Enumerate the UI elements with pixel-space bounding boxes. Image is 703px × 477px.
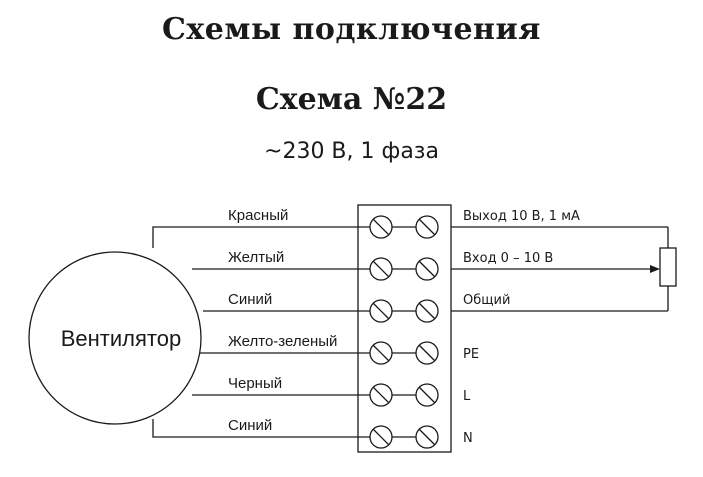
wire-line xyxy=(152,226,370,248)
screw-terminal-icon xyxy=(415,257,439,281)
wire-label: Желтый xyxy=(228,249,284,266)
screw-terminal-icon xyxy=(369,341,393,365)
page-title: Схемы подключения xyxy=(162,12,541,47)
screw-terminal-icon xyxy=(415,383,439,407)
wire-label: Черный xyxy=(228,375,282,392)
screw-terminal-icon xyxy=(369,299,393,323)
terminal-label: Общий xyxy=(463,293,510,308)
wire-row: Красный Выход 10 В, 1 мА xyxy=(152,207,580,248)
supply-label: ~230 В, 1 фаза xyxy=(264,139,439,164)
potentiometer-icon xyxy=(451,226,677,312)
screw-terminal-icon xyxy=(415,425,439,449)
fan-circle xyxy=(28,251,202,425)
wire-row: Синий Общий xyxy=(203,291,510,323)
wire-label: Желто-зеленый xyxy=(228,333,337,350)
wire-row: Желтый Вход 0 – 10 В xyxy=(192,249,553,281)
terminal-label: L xyxy=(463,389,471,404)
terminal-label: N xyxy=(463,431,473,446)
screw-terminal-icon xyxy=(369,425,393,449)
terminal-label: Выход 10 В, 1 мА xyxy=(463,209,580,224)
wire-line xyxy=(152,419,370,438)
scheme-title: Схема №22 xyxy=(255,82,448,117)
terminal-label: PE xyxy=(463,347,479,362)
terminal-label: Вход 0 – 10 В xyxy=(463,251,553,266)
fan-label: Вентилятор xyxy=(61,326,181,351)
screw-terminal-icon xyxy=(415,341,439,365)
screw-terminal-icon xyxy=(369,383,393,407)
wire-label: Синий xyxy=(228,417,272,434)
wire-label: Красный xyxy=(228,207,288,224)
screw-terminal-icon xyxy=(369,257,393,281)
screw-terminal-icon xyxy=(369,215,393,239)
wire-label: Синий xyxy=(228,291,272,308)
screw-terminal-icon xyxy=(415,215,439,239)
terminal-block xyxy=(357,204,452,453)
screw-terminal-icon xyxy=(415,299,439,323)
